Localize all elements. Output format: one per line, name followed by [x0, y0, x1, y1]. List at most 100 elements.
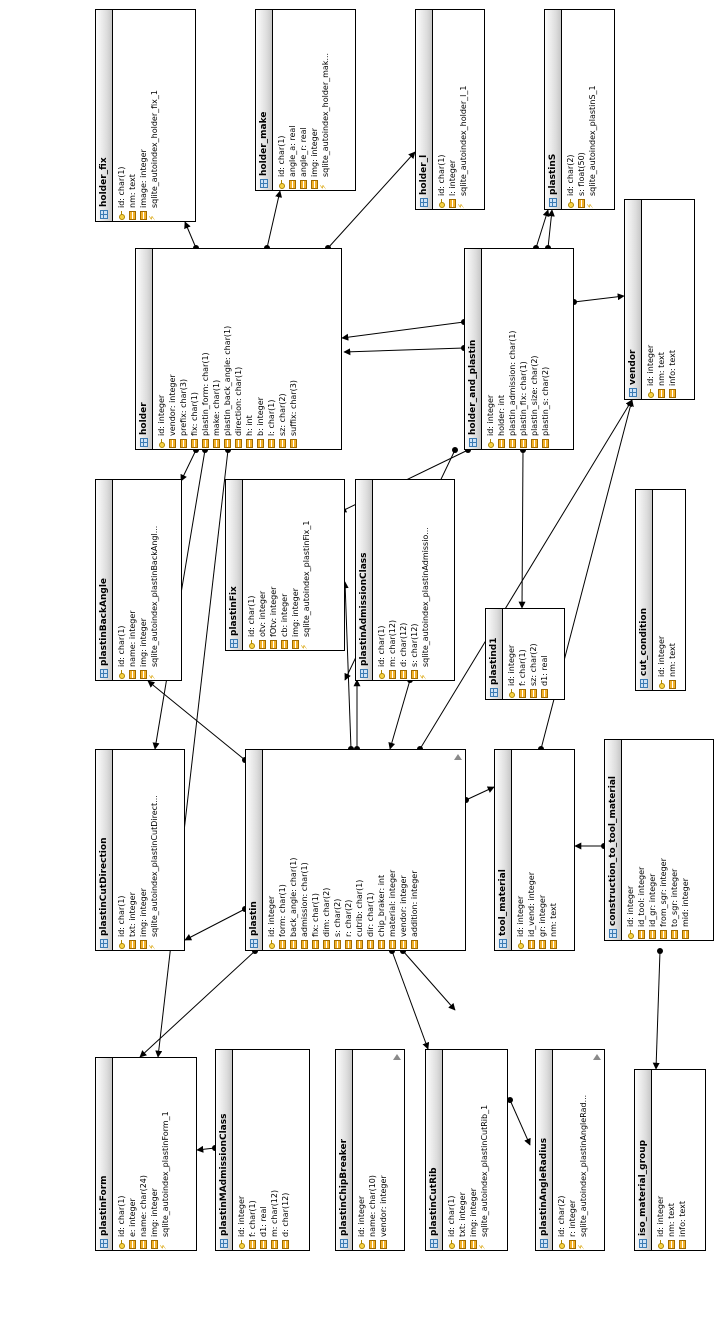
field-row[interactable]: material: integer — [387, 750, 398, 950]
field-row[interactable]: sqlite_autoindex_holder_fix_1 — [149, 10, 160, 221]
field-row[interactable]: img: integer — [309, 10, 320, 190]
table-header[interactable]: construction_to_tool_material — [605, 740, 622, 940]
relation-line[interactable] — [518, 449, 526, 609]
relation-line[interactable] — [402, 950, 456, 1011]
field-row[interactable]: id: char(1) — [376, 480, 387, 680]
field-row[interactable]: suffix: char(3) — [288, 249, 299, 449]
field-row[interactable]: fix: char(1) — [310, 750, 321, 950]
table-header[interactable]: plastinForm — [96, 1058, 113, 1250]
relation-line[interactable] — [184, 908, 246, 941]
table-header[interactable]: vendor — [625, 200, 642, 399]
field-row[interactable]: id: integer — [655, 1070, 666, 1250]
relation-line[interactable] — [573, 293, 625, 303]
field-row[interactable]: direction: char(1) — [233, 249, 244, 449]
relation-line[interactable] — [419, 399, 633, 750]
field-row[interactable]: id: char(1) — [276, 10, 287, 190]
field-row[interactable]: make: char(1) — [211, 249, 222, 449]
table-header[interactable]: plastinS — [545, 10, 562, 209]
field-row[interactable]: id: integer — [356, 1050, 367, 1250]
field-row[interactable]: sz: char(2) — [277, 249, 288, 449]
field-row[interactable]: sqlite_autoindex_plastinAngleRad... — [578, 1050, 589, 1250]
field-row[interactable]: sqlite_autoindex_plastinForm_1 — [160, 1058, 171, 1250]
table-header[interactable]: holder_and_plastin — [465, 249, 482, 449]
table-header[interactable]: plastinMAdmissionClass — [216, 1050, 233, 1250]
field-row[interactable]: nm: text — [656, 200, 667, 399]
field-row[interactable]: l: integer — [447, 10, 458, 209]
field-row[interactable]: angle_a: real — [287, 10, 298, 190]
field-row[interactable]: id_vend: integer — [526, 750, 537, 950]
field-row[interactable]: plastin_size: char(2) — [529, 249, 540, 449]
field-row[interactable]: id: char(1) — [446, 1050, 457, 1250]
field-row[interactable]: img: integer — [290, 480, 301, 650]
relation-line[interactable] — [535, 209, 550, 249]
field-row[interactable]: id: integer — [515, 750, 526, 950]
field-row[interactable]: holder: int — [496, 249, 507, 449]
table-header[interactable]: plastinCutRib — [426, 1050, 443, 1250]
field-row[interactable]: id: char(1) — [246, 480, 257, 650]
field-row[interactable]: id_tool: integer — [636, 740, 647, 940]
field-row[interactable]: cb: integer — [279, 480, 290, 650]
field-row[interactable]: id: char(2) — [556, 1050, 567, 1250]
field-row[interactable]: angle_r: real — [298, 10, 309, 190]
field-row[interactable]: plastin_form: char(1) — [200, 249, 211, 449]
collapse-toggle-icon[interactable] — [454, 754, 462, 760]
field-row[interactable]: m: char(12) — [269, 1050, 280, 1250]
field-row[interactable]: b: integer — [255, 249, 266, 449]
field-row[interactable]: nm: text — [548, 750, 559, 950]
relation-line[interactable] — [465, 786, 495, 801]
table-header[interactable]: holder_fix — [96, 10, 113, 221]
field-row[interactable]: plastin_fix: char(1) — [518, 249, 529, 449]
relation-line[interactable] — [547, 209, 555, 249]
field-row[interactable]: id: integer — [625, 740, 636, 940]
field-row[interactable]: addition: integer — [409, 750, 420, 950]
field-row[interactable]: nm: text — [666, 1070, 677, 1250]
field-row[interactable]: plastin_back_angle: char(1) — [222, 249, 233, 449]
field-row[interactable]: dir: char(1) — [365, 750, 376, 950]
field-row[interactable]: admission: char(1) — [299, 750, 310, 950]
table-header[interactable]: plastinBackAngle — [96, 480, 113, 680]
field-row[interactable]: otv: integer — [257, 480, 268, 650]
field-row[interactable]: m: char(12) — [387, 480, 398, 680]
field-row[interactable]: f: char(1) — [517, 609, 528, 699]
field-row[interactable]: r: char(2) — [343, 750, 354, 950]
field-row[interactable]: id: integer — [266, 750, 277, 950]
field-row[interactable]: sqlite_autoindex_plastinCutDirect... — [149, 750, 160, 950]
field-row[interactable]: id: char(1) — [116, 10, 127, 221]
relation-line[interactable] — [391, 950, 430, 1050]
relation-line[interactable] — [180, 449, 197, 482]
field-row[interactable]: to_sgr: integer — [669, 740, 680, 940]
relation-line[interactable] — [341, 581, 352, 750]
field-row[interactable]: l: char(1) — [266, 249, 277, 449]
relation-line[interactable] — [196, 1145, 216, 1153]
relation-line[interactable] — [155, 449, 229, 1058]
field-row[interactable]: id: char(1) — [116, 1058, 127, 1250]
table-header[interactable]: plastinAdmissionClass — [356, 480, 373, 680]
field-row[interactable]: gr: integer — [537, 750, 548, 950]
relation-line[interactable] — [147, 680, 246, 761]
field-row[interactable]: id: integer — [236, 1050, 247, 1250]
field-row[interactable]: id_gr: integer — [647, 740, 658, 940]
field-row[interactable]: sqlite_autoindex_holder_l_1 — [458, 10, 469, 209]
table-header[interactable]: plastinAngleRadius — [536, 1050, 553, 1250]
field-row[interactable]: sqlite_autoindex_plastinCutRib_1 — [479, 1050, 490, 1250]
field-row[interactable]: d: char(12) — [280, 1050, 291, 1250]
relation-line[interactable] — [388, 679, 411, 750]
field-row[interactable]: id: integer — [156, 249, 167, 449]
field-row[interactable]: f: char(1) — [247, 1050, 258, 1250]
field-row[interactable]: s: char(12) — [409, 480, 420, 680]
relation-line[interactable] — [509, 1099, 531, 1146]
field-row[interactable]: id: integer — [506, 609, 517, 699]
field-row[interactable]: img: integer — [468, 1050, 479, 1250]
